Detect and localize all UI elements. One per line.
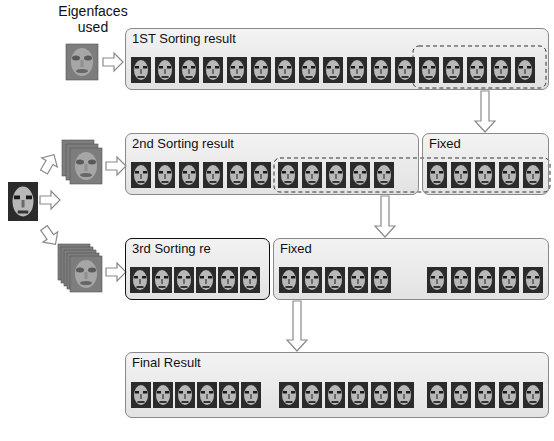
flow-arrow	[375, 196, 395, 237]
box-title: Fixed	[274, 239, 312, 257]
box-title: Fixed	[423, 134, 461, 152]
sorting-result-box: 1ST Sorting result	[125, 28, 549, 90]
sorting-result-box: 3rd Sorting re	[125, 238, 270, 300]
flow-arrow	[475, 91, 495, 132]
box-title: 2nd Sorting result	[126, 134, 234, 152]
final-result-box: Final Result	[125, 352, 549, 418]
flow-arrow	[287, 301, 307, 351]
sorting-result-box: 2nd Sorting result	[125, 133, 419, 195]
box-title: 1ST Sorting result	[126, 29, 236, 47]
fixed-box: Fixed	[422, 133, 549, 195]
caption-label: Eigenfaces used	[52, 3, 134, 35]
box-title: Final Result	[126, 353, 201, 371]
fixed-box: Fixed	[273, 238, 549, 300]
box-title: 3rd Sorting re	[126, 239, 211, 257]
